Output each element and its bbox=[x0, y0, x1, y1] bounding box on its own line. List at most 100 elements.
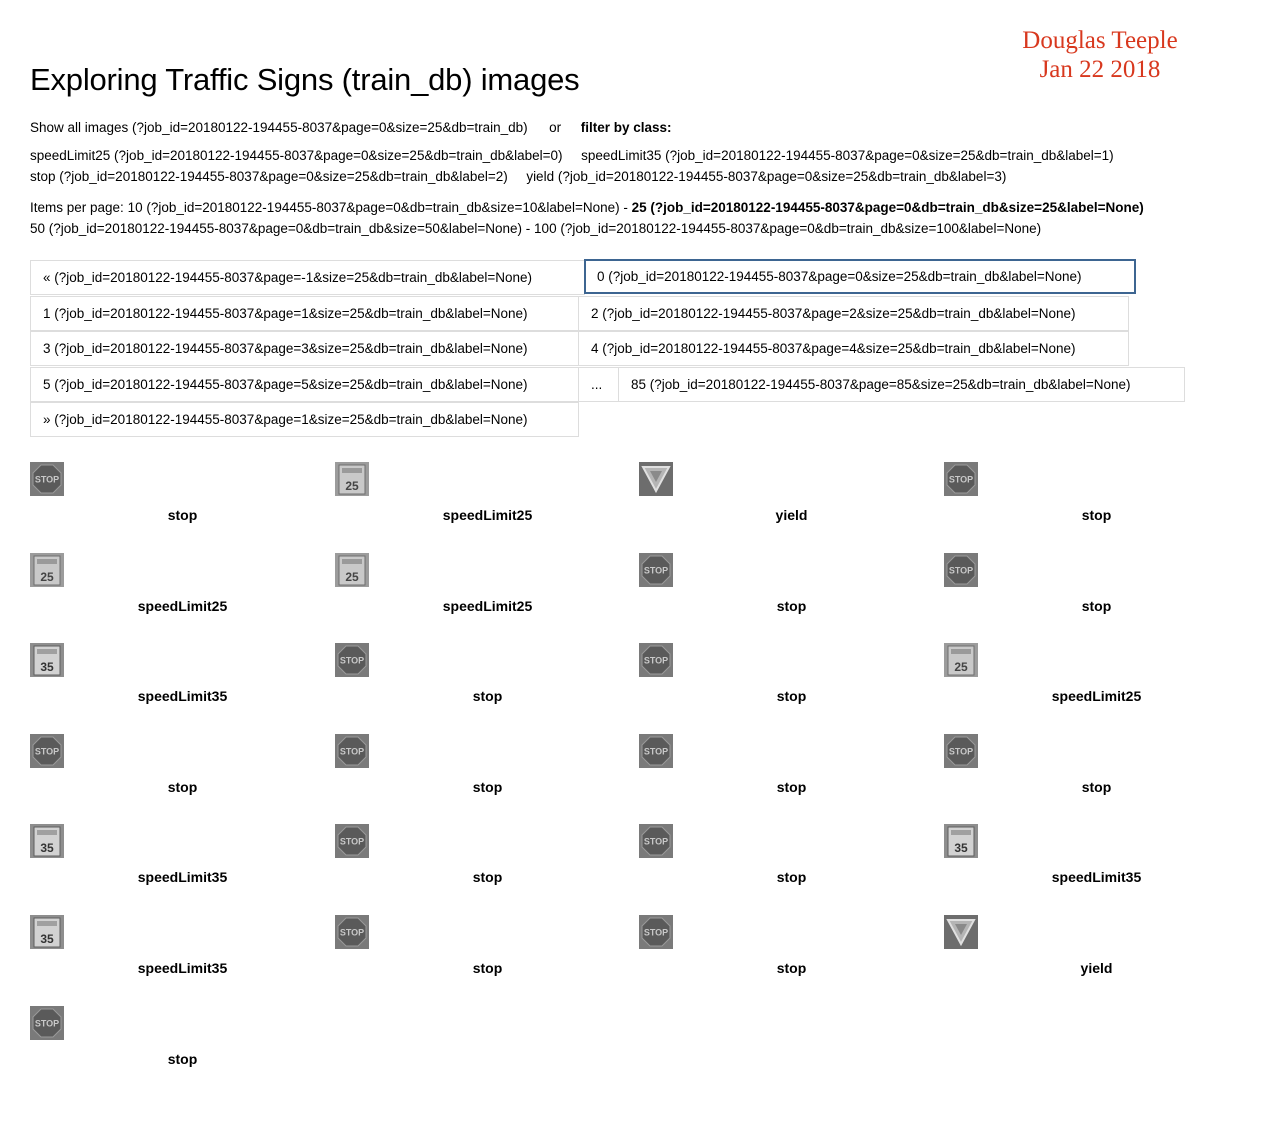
image-label: stop bbox=[167, 779, 198, 795]
image-tile: 25 speedLimit25 bbox=[944, 643, 1249, 734]
stop-sign-icon: STOP bbox=[335, 643, 369, 677]
image-label: stop bbox=[1081, 779, 1112, 795]
image-tile: STOP stop bbox=[335, 643, 640, 734]
image-label: stop bbox=[472, 869, 503, 885]
svg-text:STOP: STOP bbox=[340, 928, 364, 938]
image-tile: STOP stop bbox=[335, 824, 640, 915]
speed-limit-25-icon: 25 bbox=[335, 553, 369, 587]
pagination-prev[interactable]: « (?job_id=20180122-194455-8037&page=-1&… bbox=[30, 260, 585, 295]
image-label: stop bbox=[1081, 598, 1112, 614]
speed-limit-25-icon: 25 bbox=[335, 462, 369, 496]
filter-speedlimit35-link[interactable]: speedLimit35 (?job_id=20180122-194455-80… bbox=[581, 148, 1114, 163]
svg-text:STOP: STOP bbox=[644, 566, 668, 576]
image-tile: yield bbox=[944, 915, 1249, 1006]
image-tile: 25 speedLimit25 bbox=[335, 553, 640, 644]
stop-sign-icon: STOP bbox=[30, 462, 64, 496]
image-tile: STOP stop bbox=[944, 553, 1249, 644]
svg-text:STOP: STOP bbox=[949, 566, 973, 576]
image-label: stop bbox=[776, 960, 807, 976]
image-label: stop bbox=[776, 688, 807, 704]
filter-label: filter by class: bbox=[580, 120, 672, 135]
items-per-page-25-current: 25 (?job_id=20180122-194455-8037&page=0&… bbox=[631, 200, 1144, 215]
items-per-page-row-1: Items per page: 10 (?job_id=20180122-194… bbox=[30, 199, 1144, 217]
pagination-next[interactable]: » (?job_id=20180122-194455-8037&page=1&s… bbox=[30, 402, 579, 437]
image-tile: STOP stop bbox=[639, 915, 944, 1006]
speed-limit-35-icon: 35 bbox=[30, 824, 64, 858]
stop-sign-icon: STOP bbox=[639, 824, 673, 858]
image-label: stop bbox=[776, 598, 807, 614]
speed-limit-35-icon: 35 bbox=[30, 915, 64, 949]
image-tile: 35 speedLimit35 bbox=[30, 915, 335, 1006]
show-all-link[interactable]: Show all images (?job_id=20180122-194455… bbox=[30, 120, 528, 135]
stop-sign-icon: STOP bbox=[30, 1006, 64, 1040]
page-title: Exploring Traffic Signs (train_db) image… bbox=[30, 62, 580, 97]
image-label: stop bbox=[167, 507, 198, 523]
pagination-page-0-active[interactable]: 0 (?job_id=20180122-194455-8037&page=0&s… bbox=[584, 259, 1136, 294]
items-per-page-50-link[interactable]: 50 (?job_id=20180122-194455-8037&page=0&… bbox=[30, 221, 523, 236]
image-label: stop bbox=[167, 1051, 198, 1067]
svg-text:25: 25 bbox=[345, 570, 359, 584]
svg-text:STOP: STOP bbox=[644, 747, 668, 757]
pagination-page-5[interactable]: 5 (?job_id=20180122-194455-8037&page=5&s… bbox=[30, 367, 579, 402]
svg-text:STOP: STOP bbox=[340, 837, 364, 847]
author-signature: Douglas Teeple Jan 22 2018 bbox=[1000, 26, 1200, 84]
image-label: speedLimit25 bbox=[1051, 688, 1142, 704]
pagination-page-85[interactable]: 85 (?job_id=20180122-194455-8037&page=85… bbox=[618, 367, 1185, 402]
yield-sign-icon bbox=[944, 915, 978, 949]
image-label: stop bbox=[472, 688, 503, 704]
pagination-page-4[interactable]: 4 (?job_id=20180122-194455-8037&page=4&s… bbox=[578, 331, 1129, 366]
svg-text:25: 25 bbox=[345, 479, 359, 493]
image-label: speedLimit25 bbox=[442, 598, 533, 614]
or-text: or bbox=[549, 120, 562, 135]
image-tile: STOP stop bbox=[639, 643, 944, 734]
image-label: speedLimit25 bbox=[442, 507, 533, 523]
author-name: Douglas Teeple bbox=[1022, 27, 1178, 54]
stop-sign-icon: STOP bbox=[944, 553, 978, 587]
stop-sign-icon: STOP bbox=[944, 734, 978, 768]
image-label: stop bbox=[472, 779, 503, 795]
image-tile: STOP stop bbox=[944, 734, 1249, 825]
image-tile: STOP stop bbox=[639, 734, 944, 825]
image-label: speedLimit25 bbox=[137, 598, 228, 614]
stop-sign-icon: STOP bbox=[639, 915, 673, 949]
filter-yield-link[interactable]: yield (?job_id=20180122-194455-8037&page… bbox=[526, 169, 1007, 184]
svg-text:STOP: STOP bbox=[35, 475, 59, 485]
svg-text:35: 35 bbox=[40, 932, 54, 946]
items-per-page-row-2: 50 (?job_id=20180122-194455-8037&page=0&… bbox=[30, 220, 1041, 238]
stop-sign-icon: STOP bbox=[30, 734, 64, 768]
stop-sign-icon: STOP bbox=[639, 643, 673, 677]
author-date: Jan 22 2018 bbox=[1039, 56, 1161, 83]
image-tile: STOP stop bbox=[30, 1006, 335, 1097]
filter-speedlimit25-link[interactable]: speedLimit25 (?job_id=20180122-194455-80… bbox=[30, 148, 563, 163]
image-label: speedLimit35 bbox=[1051, 869, 1142, 885]
image-label: stop bbox=[472, 960, 503, 976]
yield-sign-icon bbox=[639, 462, 673, 496]
filter-stop-link[interactable]: stop (?job_id=20180122-194455-8037&page=… bbox=[30, 169, 508, 184]
items-per-page-100-link[interactable]: 100 (?job_id=20180122-194455-8037&page=0… bbox=[534, 221, 1042, 236]
separator: - bbox=[619, 200, 632, 215]
pagination-page-2[interactable]: 2 (?job_id=20180122-194455-8037&page=2&s… bbox=[578, 296, 1129, 331]
pagination-ellipsis: ... bbox=[578, 367, 619, 402]
image-label: stop bbox=[776, 779, 807, 795]
svg-text:STOP: STOP bbox=[644, 928, 668, 938]
svg-text:35: 35 bbox=[40, 660, 54, 674]
stop-sign-icon: STOP bbox=[639, 734, 673, 768]
svg-text:STOP: STOP bbox=[340, 747, 364, 757]
svg-text:STOP: STOP bbox=[340, 656, 364, 666]
image-label: stop bbox=[1081, 507, 1112, 523]
svg-text:STOP: STOP bbox=[644, 837, 668, 847]
image-label: speedLimit35 bbox=[137, 960, 228, 976]
svg-text:STOP: STOP bbox=[644, 656, 668, 666]
image-tile: STOP stop bbox=[335, 915, 640, 1006]
image-label: speedLimit35 bbox=[137, 869, 228, 885]
stop-sign-icon: STOP bbox=[944, 462, 978, 496]
speed-limit-25-icon: 25 bbox=[944, 643, 978, 677]
items-per-page-10-link[interactable]: 10 (?job_id=20180122-194455-8037&page=0&… bbox=[127, 200, 620, 215]
show-all-row: Show all images (?job_id=20180122-194455… bbox=[30, 119, 672, 137]
pagination-page-1[interactable]: 1 (?job_id=20180122-194455-8037&page=1&s… bbox=[30, 296, 579, 331]
separator: - bbox=[522, 221, 535, 236]
pagination-page-3[interactable]: 3 (?job_id=20180122-194455-8037&page=3&s… bbox=[30, 331, 579, 366]
